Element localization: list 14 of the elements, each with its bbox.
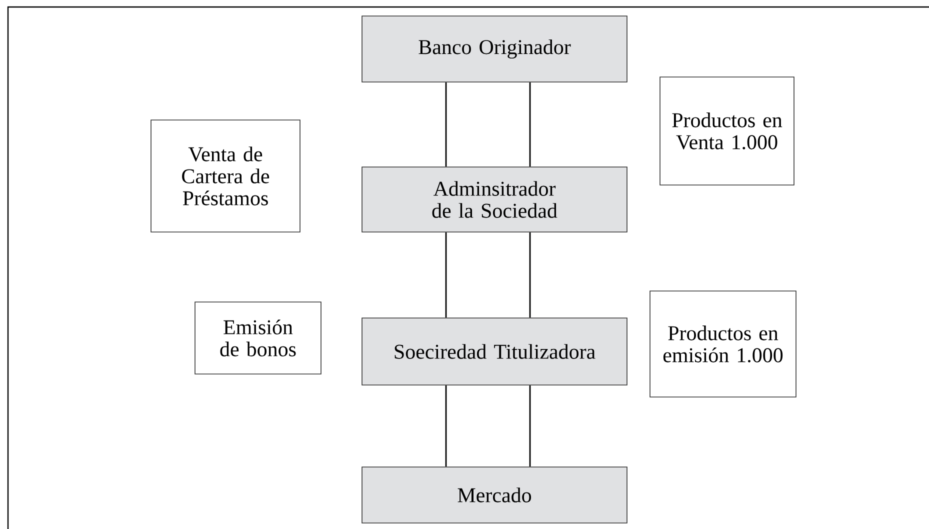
connector-line — [445, 385, 447, 467]
note-box: Venta de Cartera de Préstamos — [150, 120, 300, 232]
connector-line — [445, 82, 447, 167]
process-box: Soeciredad Titulizadora — [362, 318, 628, 386]
note-box: Productos en emisión 1.000 — [650, 290, 796, 398]
connector-line — [529, 232, 531, 318]
note-box: Emisión de bonos — [194, 302, 322, 374]
note-box: Productos en Venta 1.000 — [660, 76, 794, 186]
process-box: Adminsitrador de la Sociedad — [362, 166, 628, 232]
connector-line — [529, 82, 531, 167]
connector-line — [445, 232, 447, 318]
process-box: Mercado — [362, 466, 628, 524]
process-box: Banco Originador — [362, 16, 628, 82]
connector-line — [529, 385, 531, 467]
